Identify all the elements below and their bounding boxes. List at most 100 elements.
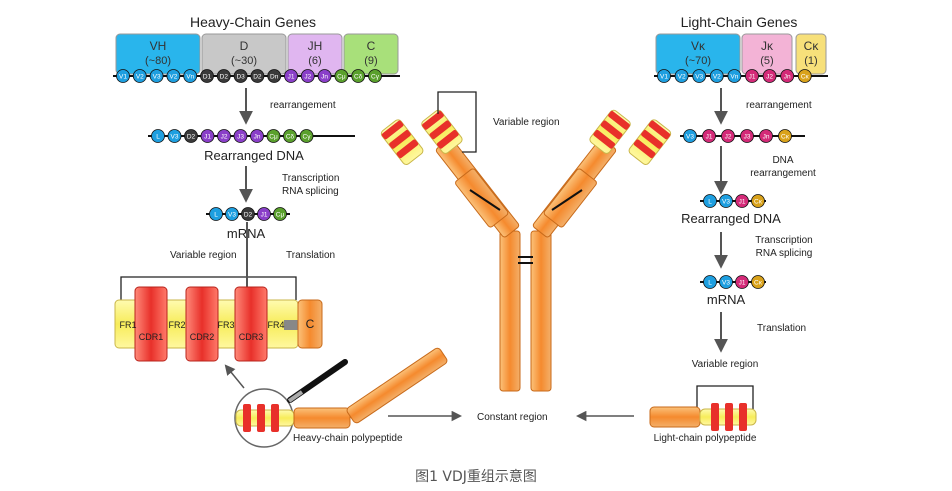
gene-chip-label: V2: [169, 74, 177, 81]
gene-chip: [284, 69, 298, 83]
heavy-cdr3: CDR3: [239, 332, 264, 342]
gene-chip: [257, 207, 271, 221]
gene-chip: [184, 129, 198, 143]
gene-chip-label: J1: [204, 134, 211, 141]
gene-chip: [778, 129, 792, 143]
gene-chip: [250, 69, 265, 83]
right-light-cdr3: [593, 129, 616, 149]
light-variable-bracket: [696, 385, 754, 410]
gene-chip: [132, 69, 147, 83]
right-light-cdr2: [600, 120, 623, 140]
gene-chip-label: L: [156, 134, 160, 141]
gene-chip: [183, 69, 198, 83]
left-light-cdr3: [436, 129, 459, 149]
gene-chip-label: Cκ: [801, 74, 810, 81]
heavy-translation-label: Translation: [286, 250, 335, 261]
antibody: [380, 109, 672, 392]
gene-chip: [740, 129, 754, 143]
light-segment-name: Cκ: [804, 39, 820, 53]
gene-chip-label: V2: [136, 74, 144, 81]
light-step1: rearrangement: [746, 100, 812, 111]
left-light-cdr1: [422, 111, 444, 130]
gene-chip: [233, 129, 248, 143]
left-heavy-cdr1: [381, 120, 404, 140]
gene-chip: [233, 69, 248, 83]
gene-chip-label: D3: [236, 74, 245, 81]
gene-chip-label: D2: [244, 212, 253, 219]
heavy-cdr2-box: [185, 286, 219, 362]
right-disulfide: [551, 189, 583, 211]
heavy-step2a: Transcription: [282, 173, 339, 184]
light-variable-label: Variable region: [692, 359, 759, 370]
heavy-poly-c2: [346, 347, 448, 424]
light-step3b: RNA splicing: [756, 248, 813, 259]
gene-chip: [167, 129, 182, 143]
gene-chip: [709, 69, 724, 83]
heavy-cdr1-box: [134, 286, 168, 362]
heavy-c-label: C: [306, 317, 315, 331]
gene-chip-label: Cκ: [754, 280, 763, 287]
gene-chip: [735, 275, 749, 289]
gene-chip-label: Cκ: [781, 134, 790, 141]
gene-chip: [762, 69, 777, 83]
antibody-constant-label: Constant region: [477, 412, 548, 423]
light-segment-name: Jκ: [761, 39, 774, 53]
gene-chip-label: Cκ: [754, 199, 763, 206]
heavy-gene-segments: VH(~80)D(~30)JH(6)C(9): [115, 33, 399, 75]
light-step3a: Transcription: [755, 235, 812, 246]
light-poly-cdr1: [711, 403, 719, 431]
heavy-variable-label: Variable region: [170, 250, 237, 261]
left-disulfide: [469, 189, 501, 211]
gene-chip: [266, 129, 281, 143]
gene-chip: [780, 69, 795, 83]
gene-chip: [200, 69, 214, 83]
gene-chip-label: D2: [220, 74, 229, 81]
gene-chip: [745, 69, 759, 83]
light-polypeptide-label: Light-chain polypeptide: [654, 433, 757, 444]
heavy-segment-count: (9): [364, 55, 377, 67]
light-segment-count: (1): [804, 55, 817, 67]
magnifier-neck: [287, 390, 304, 403]
light-step2a: DNA: [772, 155, 793, 166]
heavy-fr2: FR2: [168, 320, 185, 330]
gene-chip-label: J1: [706, 134, 713, 141]
gene-chip: [216, 69, 231, 83]
gene-chip: [166, 69, 181, 83]
gene-chip: [300, 69, 315, 83]
gene-chip-label: V2: [678, 74, 686, 81]
heavy-poly-cdr1: [243, 404, 251, 432]
heavy-polypeptide-label: Heavy-chain polypeptide: [293, 433, 403, 444]
gene-chip: [719, 275, 733, 289]
gene-chip-label: Cγ: [303, 134, 312, 141]
gene-chip: [368, 69, 382, 83]
gene-chip: [151, 129, 165, 143]
heavy-title: Heavy-Chain Genes: [190, 14, 316, 30]
light-poly-cdr3: [739, 403, 747, 431]
light-rearranged-label: Rearranged DNA: [681, 211, 781, 226]
light-step2b: rearrangement: [750, 168, 816, 179]
gene-chip: [351, 69, 366, 83]
gene-chip: [217, 129, 231, 143]
heavy-poly-cdr3: [271, 404, 279, 432]
gene-chip-label: J2: [221, 134, 228, 141]
gene-chip: [751, 194, 765, 208]
gene-chip-label: V3: [153, 74, 161, 81]
heavy-segment-count: (~80): [145, 55, 171, 67]
heavy-segment-count: (6): [308, 55, 321, 67]
heavy-segment-name: VH: [150, 39, 167, 53]
gene-chip-label: Cμ: [269, 134, 278, 141]
gene-chip-label: V3: [228, 212, 236, 219]
right-heavy-cdr1: [648, 120, 671, 140]
antibody-variable-label: Variable region: [493, 117, 560, 128]
gene-chip: [116, 69, 130, 83]
antibody-variable-bracket: [437, 91, 477, 153]
gene-chip: [751, 275, 765, 289]
gene-chip: [299, 129, 314, 143]
gene-chip-label: Jn: [321, 74, 328, 81]
gene-chip-label: J2: [766, 74, 773, 81]
gene-chip-label: Cμ: [337, 74, 346, 81]
